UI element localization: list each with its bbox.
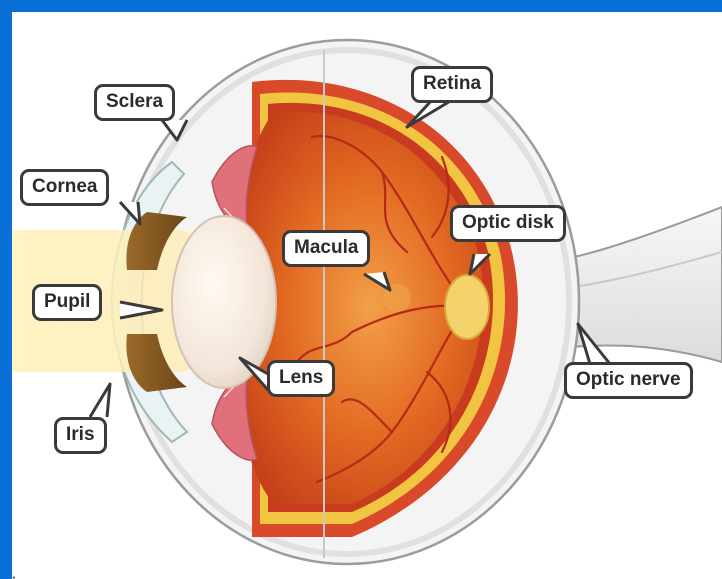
sclera-pointer	[162, 120, 187, 140]
lens-pointer	[240, 358, 268, 390]
stray-mark: ,	[12, 567, 16, 579]
optic-nerve-pointer	[578, 324, 610, 364]
optic-disk-label: Optic disk	[450, 205, 566, 242]
pupil-label: Pupil	[32, 284, 102, 321]
macula-pointer	[364, 272, 390, 290]
optic-nerve-label: Optic nerve	[564, 362, 693, 399]
retina-pointer	[407, 100, 452, 127]
retina-label: Retina	[411, 66, 493, 103]
lens-label: Lens	[267, 360, 335, 397]
cornea-label: Cornea	[20, 169, 109, 206]
optic-disk-pointer	[470, 254, 490, 274]
sclera-label: Sclera	[94, 84, 175, 121]
pupil-pointer	[120, 302, 162, 318]
cornea-pointer	[120, 202, 140, 224]
eye-diagram: Sclera Retina Cornea Optic disk Macula P…	[12, 12, 722, 579]
iris-label: Iris	[54, 417, 107, 454]
iris-pointer	[90, 384, 110, 417]
macula-label: Macula	[282, 230, 370, 267]
